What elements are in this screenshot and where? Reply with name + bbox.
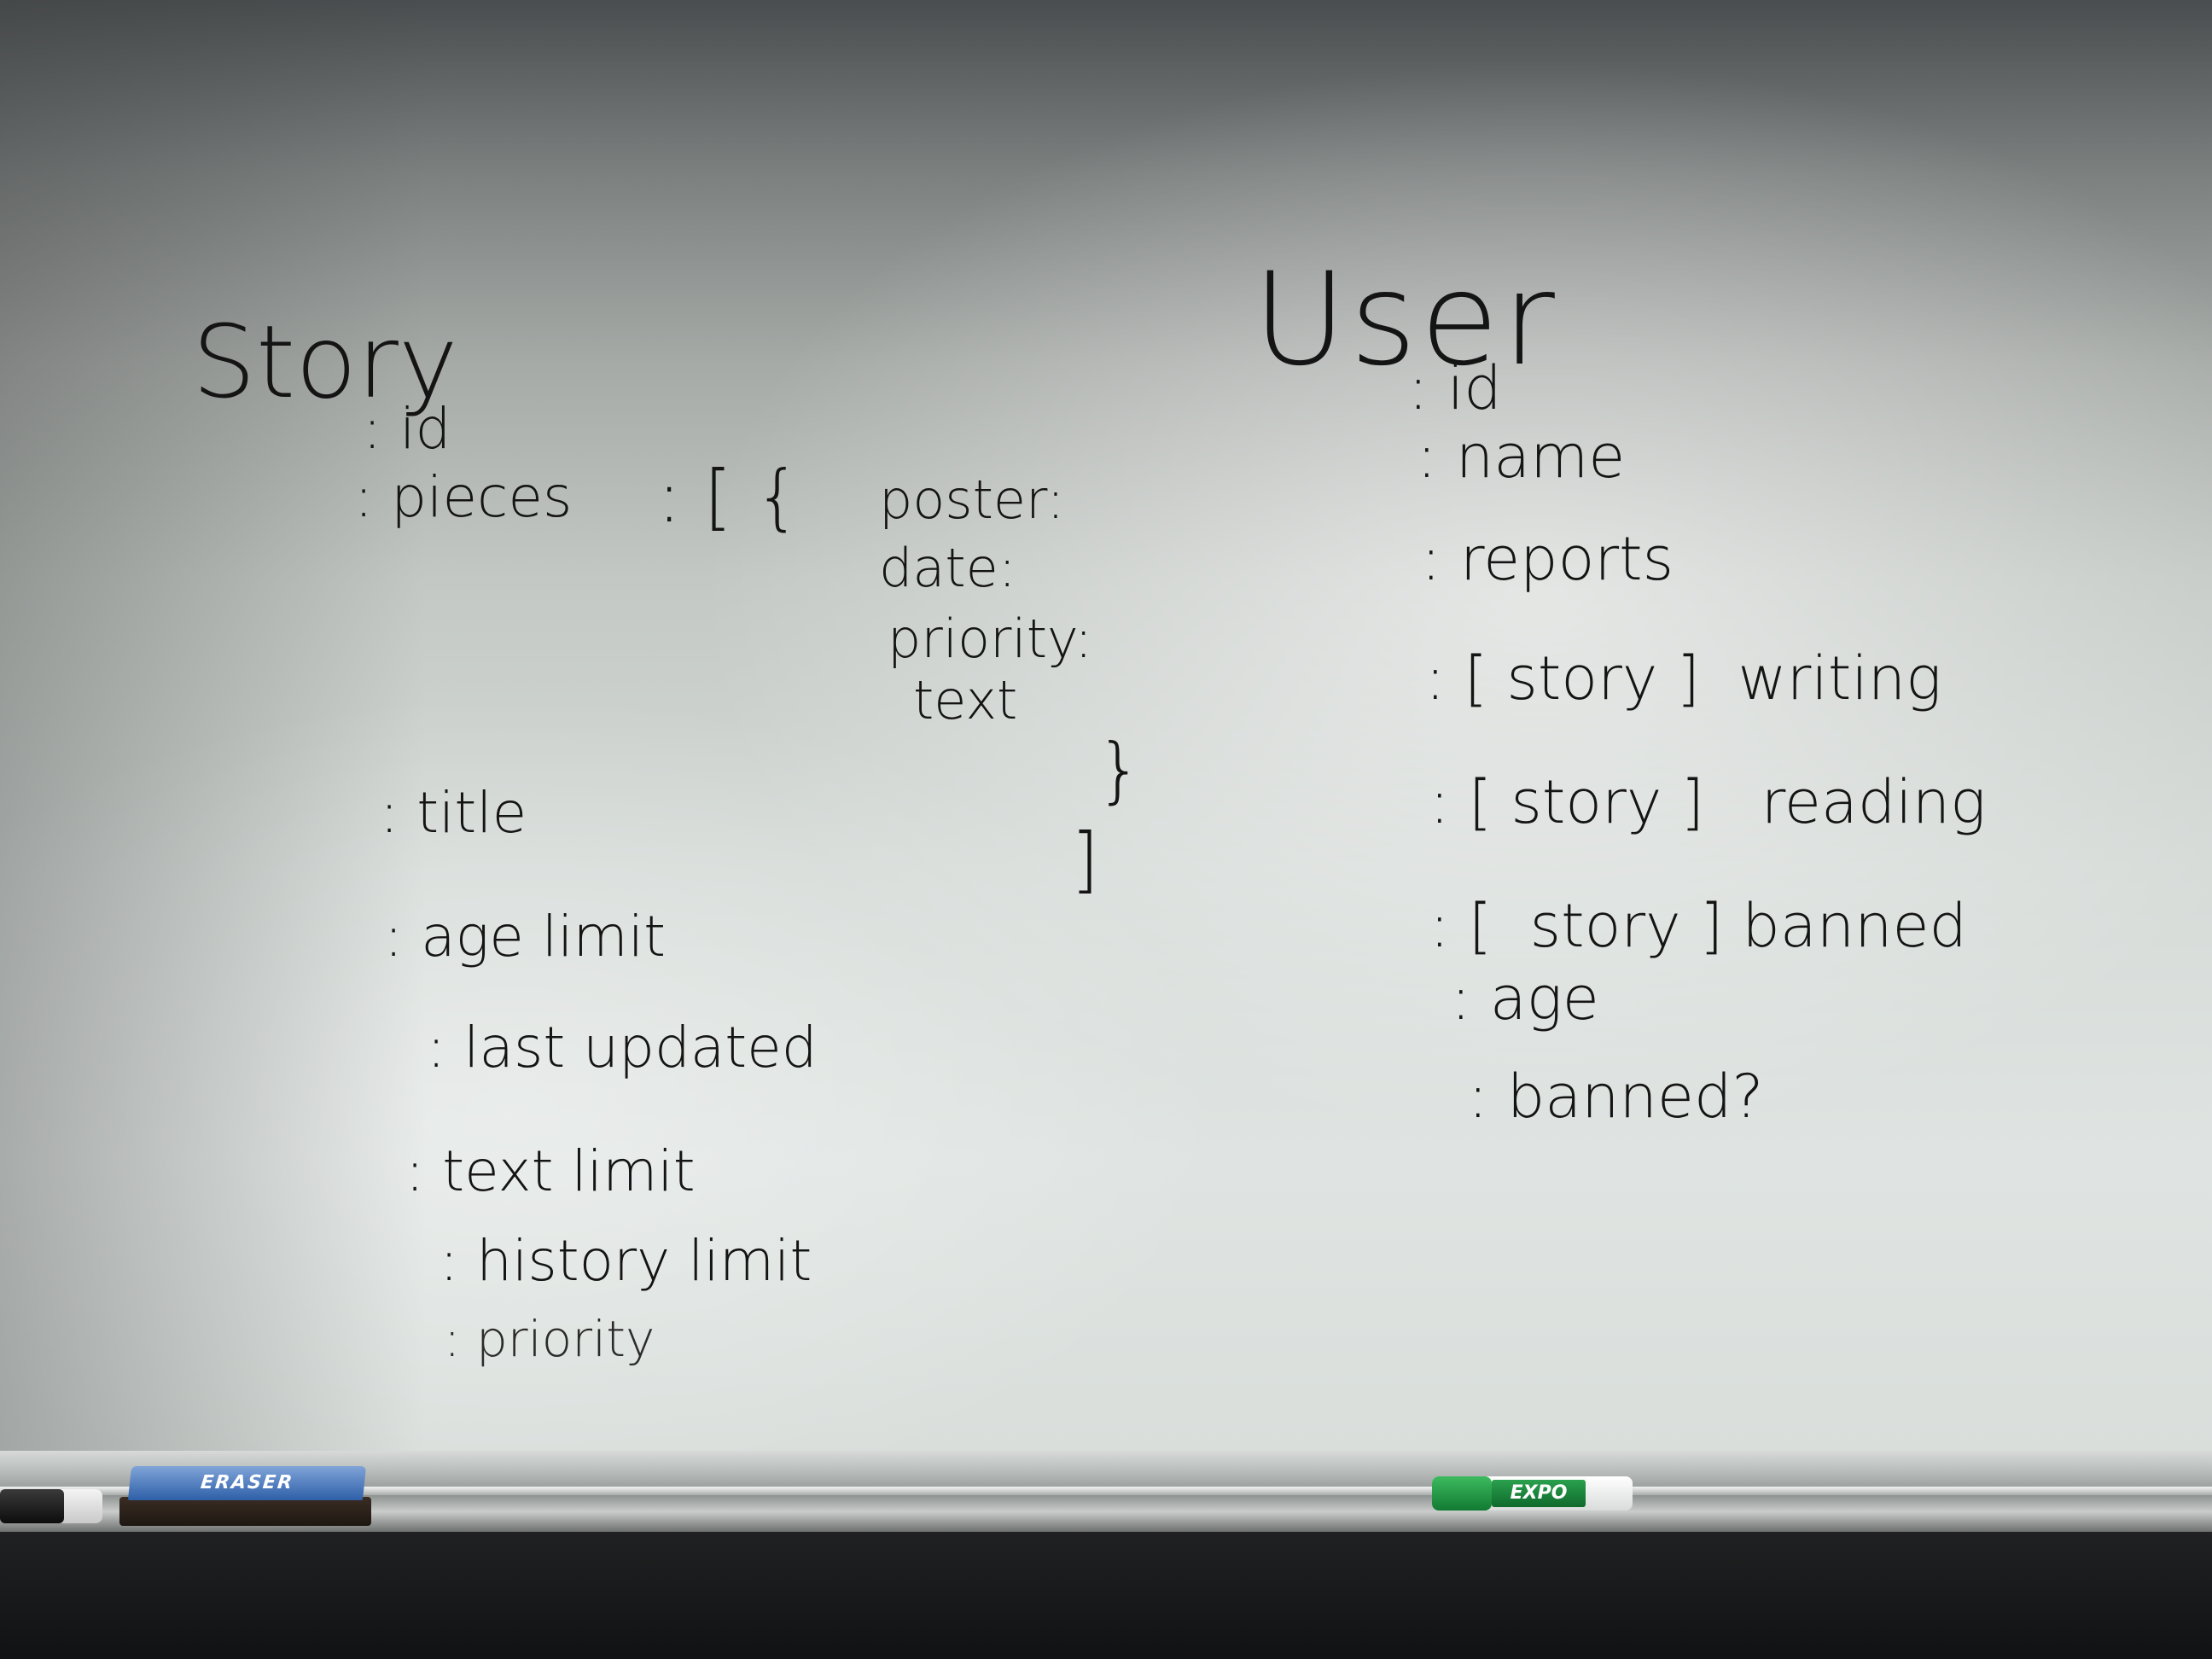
eraser: ERASER (119, 1466, 371, 1526)
story-field-history-limit: : history limit (439, 1228, 812, 1294)
wall-below-board (0, 1532, 2212, 1659)
user-field-id: : id (1408, 353, 1502, 423)
piece-field-priority: priority: (888, 608, 1093, 670)
board-shadow (0, 0, 427, 1451)
story-field-priority: : priority (444, 1310, 655, 1368)
user-field-writing: : [ story ] writing (1425, 643, 1942, 713)
piece-close-brace: } (1097, 728, 1143, 812)
whiteboard-surface (0, 0, 2212, 1451)
story-field-id: : id (363, 396, 451, 462)
pieces-close-bracket: ] (1071, 818, 1099, 901)
eraser-label: ERASER (127, 1466, 367, 1500)
story-field-text-limit: : text limit (405, 1138, 696, 1204)
user-field-name: : name (1417, 422, 1626, 492)
black-marker (0, 1489, 102, 1523)
piece-field-date: date: (879, 537, 1016, 599)
eraser-felt (119, 1497, 371, 1526)
user-field-banned-list: : [ story ] banned (1429, 891, 1967, 961)
user-field-age: : age (1451, 963, 1599, 1033)
black-marker-cap (0, 1489, 64, 1523)
piece-field-text: text (913, 669, 1018, 731)
story-field-title: : title (380, 780, 527, 846)
story-field-age-limit: : age limit (384, 904, 667, 969)
piece-field-poster: poster: (879, 469, 1065, 531)
story-pieces-open: : [ { (657, 455, 800, 538)
user-field-reading: : [ story ] reading (1429, 767, 1987, 837)
user-field-banned: : banned? (1468, 1062, 1764, 1132)
story-field-pieces: : pieces (354, 464, 573, 530)
tray-lip (0, 1487, 2212, 1495)
marker-brand-label: EXPO (1492, 1480, 1586, 1507)
story-heading: Story (192, 303, 458, 421)
green-marker: EXPO (1432, 1476, 1633, 1511)
user-field-reports: : reports (1421, 524, 1674, 594)
green-marker-cap (1432, 1476, 1492, 1511)
story-field-last-updated: : last updated (427, 1015, 818, 1080)
user-heading: User (1253, 246, 1558, 394)
